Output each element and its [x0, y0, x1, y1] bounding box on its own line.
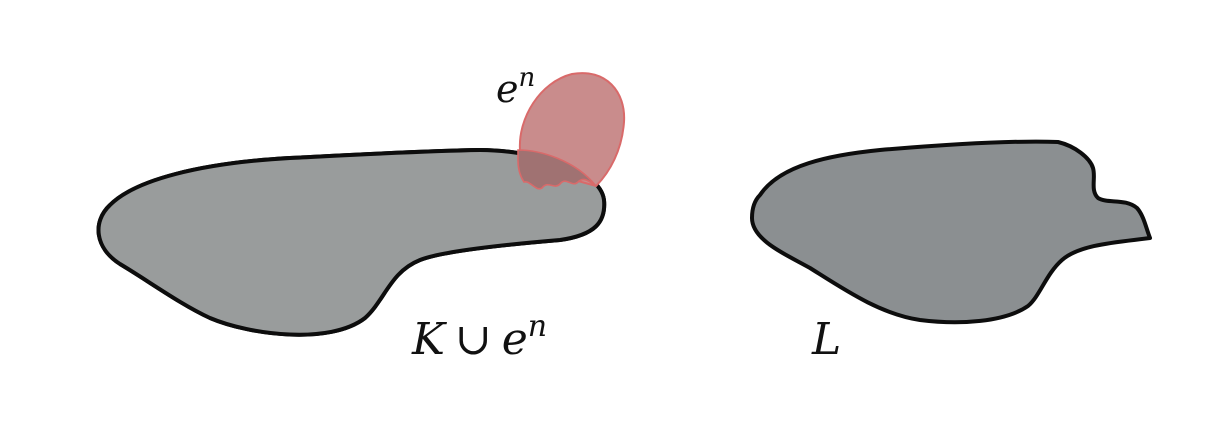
union-label-exponent: n — [528, 309, 547, 344]
space-K-union-cell — [96, 72, 626, 337]
union-label-e: e — [502, 314, 528, 365]
cell-label: en — [496, 63, 535, 111]
union-label: K∪en — [411, 309, 547, 365]
cell-label-base: e — [496, 67, 519, 111]
union-label-K: K — [411, 314, 447, 365]
space-L-label: L — [811, 314, 841, 365]
union-label-cup: ∪ — [455, 314, 492, 365]
space-L-shape — [750, 139, 1152, 325]
cell-attaching-overlap — [517, 149, 597, 190]
cell-label-exponent: n — [519, 63, 536, 93]
